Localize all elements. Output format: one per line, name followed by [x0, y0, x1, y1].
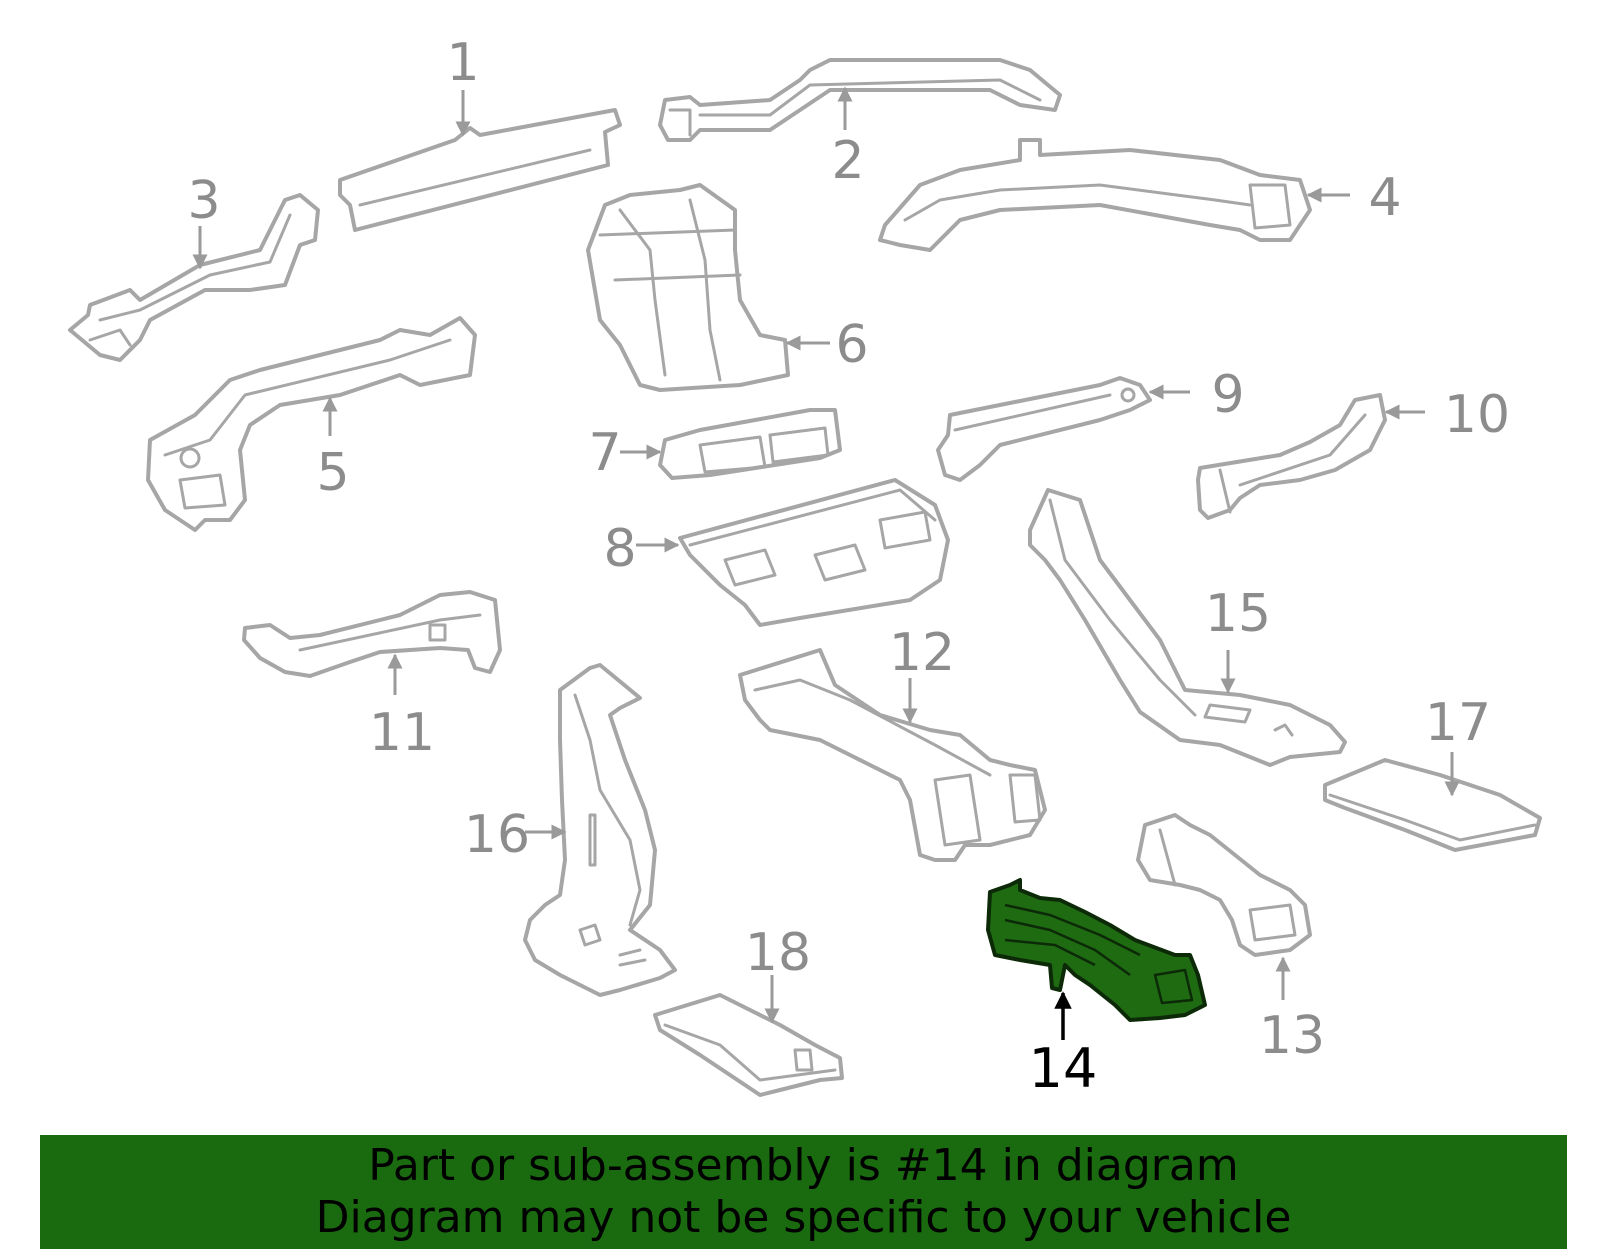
label-4: 4: [1368, 168, 1401, 228]
part-5-duct[interactable]: [146, 316, 477, 532]
callout-14: 14: [1029, 991, 1098, 1100]
callout-17: 17: [1425, 693, 1491, 797]
callout-2: 2: [831, 86, 865, 191]
callout-11: 11: [369, 653, 435, 763]
label-10: 10: [1444, 385, 1510, 445]
part-18-cover[interactable]: [653, 993, 844, 1097]
label-13: 13: [1259, 1006, 1325, 1066]
callout-15: 15: [1205, 584, 1271, 694]
label-9: 9: [1211, 365, 1244, 425]
label-2: 2: [831, 131, 864, 191]
part-9-duct[interactable]: [936, 376, 1152, 482]
callout-3: 3: [187, 171, 221, 270]
info-banner: Part or sub-assembly is #14 in diagram D…: [40, 1135, 1567, 1249]
label-18: 18: [745, 923, 811, 983]
callout-8: 8: [603, 519, 680, 579]
label-1: 1: [446, 33, 479, 93]
label-16: 16: [464, 805, 530, 865]
callout-10: 10: [1384, 385, 1510, 445]
part-11-duct[interactable]: [242, 590, 502, 678]
part-10-duct[interactable]: [1196, 393, 1387, 520]
callout-13: 13: [1259, 956, 1325, 1066]
callout-5: 5: [316, 396, 350, 503]
part-7-vent[interactable]: [658, 408, 842, 480]
label-17: 17: [1425, 693, 1491, 753]
part-2-duct[interactable]: [658, 58, 1062, 142]
part-13-duct[interactable]: [1136, 813, 1312, 957]
label-7: 7: [588, 423, 621, 483]
label-15: 15: [1205, 584, 1271, 644]
callout-12: 12: [889, 623, 955, 724]
part-12-duct[interactable]: [738, 648, 1047, 862]
label-14: 14: [1029, 1037, 1098, 1100]
part-1-duct[interactable]: [338, 108, 622, 232]
parts-diagram: 1 2 3 4 5: [68, 33, 1542, 1100]
banner-line-1: Part or sub-assembly is #14 in diagram: [368, 1140, 1239, 1191]
label-3: 3: [187, 171, 220, 231]
label-5: 5: [316, 443, 349, 503]
part-3-duct[interactable]: [68, 193, 320, 362]
label-6: 6: [835, 315, 868, 375]
label-8: 8: [603, 519, 636, 579]
part-6-duct[interactable]: [586, 183, 790, 392]
callout-4: 4: [1306, 168, 1402, 228]
banner-line-2: Diagram may not be specific to your vehi…: [315, 1192, 1292, 1243]
callout-7: 7: [588, 423, 662, 483]
part-15-duct[interactable]: [1028, 488, 1347, 767]
part-4-duct[interactable]: [878, 138, 1312, 252]
label-11: 11: [369, 703, 435, 763]
part-14-duct-highlighted[interactable]: [986, 878, 1207, 1022]
callout-1: 1: [446, 33, 480, 137]
part-17-cover[interactable]: [1323, 758, 1542, 852]
callout-9: 9: [1148, 365, 1245, 425]
part-16-duct[interactable]: [523, 663, 677, 997]
callout-6: 6: [785, 315, 869, 375]
label-12: 12: [889, 623, 955, 683]
callout-18: 18: [745, 923, 811, 1024]
callout-16: 16: [464, 805, 567, 865]
part-8-vent-housing[interactable]: [678, 478, 950, 627]
